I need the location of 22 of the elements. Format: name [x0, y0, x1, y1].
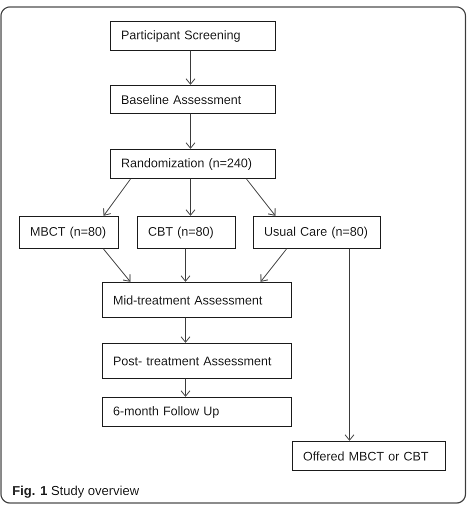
arrow [103, 248, 130, 282]
process-box: Participant Screening [110, 21, 276, 51]
process-box: Baseline Assessment [110, 85, 276, 114]
process-box: Post- treatment Assessment [102, 343, 292, 379]
process-box: Mid-treatment Assessment [102, 282, 292, 318]
arrow [186, 114, 196, 149]
arrow [344, 248, 354, 441]
arrow [180, 318, 190, 343]
arrow [103, 178, 131, 216]
arrow [180, 248, 190, 282]
process-box: MBCT (n=80) [19, 216, 119, 249]
process-box: 6-month Follow Up [102, 397, 292, 427]
process-box: CBT (n=80) [137, 216, 236, 249]
arrow [186, 178, 196, 216]
process-box: Usual Care (n=80) [253, 216, 381, 249]
arrow [246, 178, 276, 216]
arrow [180, 378, 190, 397]
figure-caption: Fig. 1 Study overview [13, 486, 140, 498]
process-box: Randomization (n=240) [110, 149, 276, 179]
process-box: Offered MBCT or CBT [292, 441, 446, 471]
arrow [260, 248, 287, 282]
arrow [186, 50, 196, 85]
